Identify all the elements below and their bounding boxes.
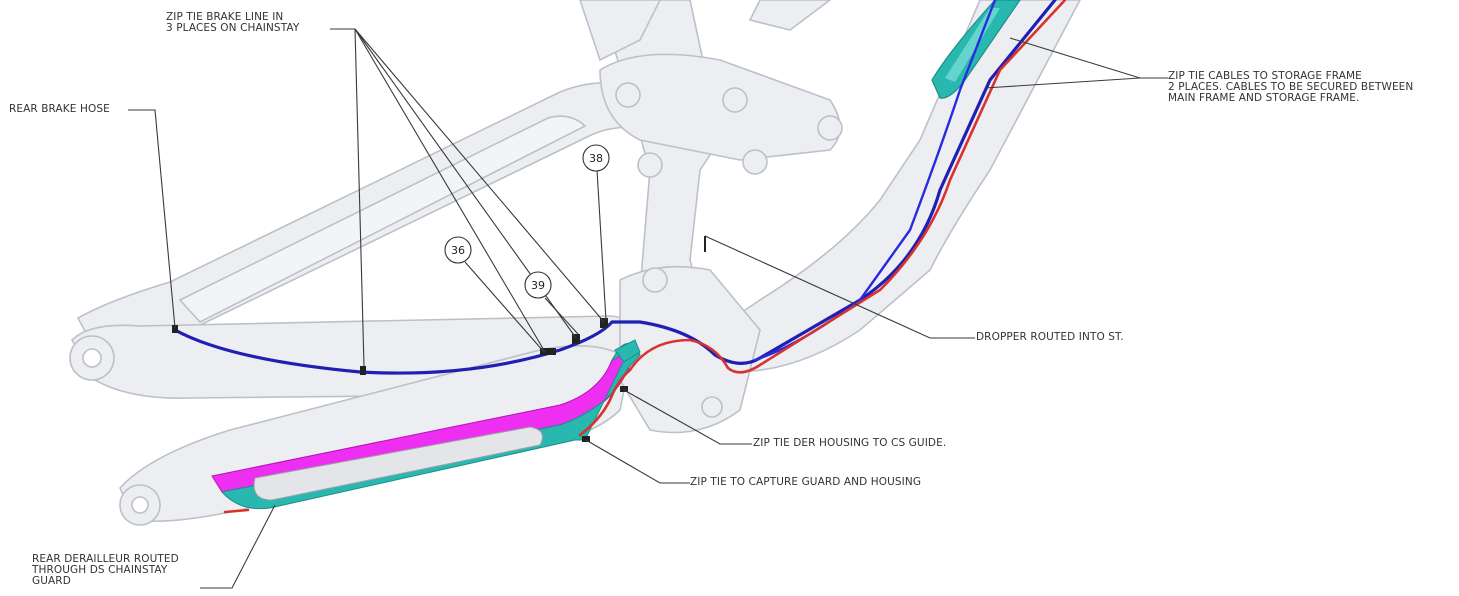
guard-insert [253,426,543,501]
callout-dropper-routed: DROPPER ROUTED INTO ST. [976,332,1124,343]
rocker-pivot-4 [637,152,663,178]
callout-storage-l2: 2 PLACES. CABLES TO BE SECURED BETWEEN [1168,81,1414,93]
leader-brake-line-4 [354,28,605,323]
derailleur-housing [223,0,1067,514]
callout-storage-l1: ZIP TIE CABLES TO STORAGE FRAME [1168,70,1362,82]
rocker-link [599,53,841,161]
leader-dropper [704,235,975,339]
callout-zip-tie-brake-line: ZIP TIE BRAKE LINE IN 3 PLACES ON CHAINS… [166,12,299,34]
callout-der-housing-l1: ZIP TIE DER HOUSING TO CS GUIDE. [753,437,947,449]
leader-rear-brake-hose [128,109,176,329]
storage-frame-inner [945,8,1000,82]
rocker-pivot-5 [742,149,768,175]
zip-ties [172,318,628,442]
rear-dropout-lower-hole [131,496,149,514]
zip-tie-7 [582,436,590,442]
callout-rear-derailleur-l3: GUARD [32,575,71,587]
part-bubble-36: 36 [444,236,472,264]
cables [173,0,1067,514]
callout-rear-derailleur-l2: THROUGH DS CHAINSTAY [32,564,168,576]
part-bubble-36-label: 36 [451,244,465,257]
leader-der-housing [623,389,752,445]
leader-capture-guard [585,439,690,484]
callout-rear-brake-hose-l1: REAR BRAKE HOSE [9,103,110,115]
part-bubble-36-circle [444,236,472,264]
callout-zip-tie-brake-line-l1: ZIP TIE BRAKE LINE IN [166,11,284,23]
part-bubble-39-label: 39 [531,279,545,292]
down-tube [698,0,1081,373]
callout-zip-tie-der-housing: ZIP TIE DER HOUSING TO CS GUIDE. [753,438,946,449]
callout-rear-derailleur-routed: REAR DERAILLEUR ROUTED THROUGH DS CHAINS… [32,554,179,587]
callout-zip-tie-storage-frame: ZIP TIE CABLES TO STORAGE FRAME 2 PLACES… [1168,71,1413,104]
part-bubble-38: 38 [582,144,610,172]
rocker-pivot-1 [615,82,641,108]
callout-rear-derailleur-l1: REAR DERAILLEUR ROUTED [32,553,179,565]
bottom-bracket [619,265,761,434]
rocker-pivot-3 [817,115,843,141]
guard-nub [614,339,641,363]
leader-bubble-39 [544,297,579,335]
bb-shell [642,267,668,293]
part-bubble-38-circle [582,144,610,172]
leader-rear-derailleur [200,504,276,589]
brake-hose [173,0,1057,375]
seat-stay-inner [178,115,587,323]
callout-zip-tie-capture-guard: ZIP TIE TO CAPTURE GUARD AND HOUSING [690,477,921,488]
leader-lines [128,28,1168,589]
rocker-pivot-2 [722,87,748,113]
upper-link-2 [748,0,832,31]
bb-shell-2 [701,396,723,418]
zip-tie-6 [620,386,628,392]
callout-zip-tie-brake-line-l2: 3 PLACES ON CHAINSTAY [166,22,300,34]
upper-link [579,0,661,62]
zip-tie-4 [572,334,580,344]
zip-tie-3 [540,348,556,355]
leader-brake-line-2 [354,28,546,353]
zip-tie-5 [600,318,608,328]
zip-tie-1 [172,325,178,333]
part-bubbles: 38 36 39 [444,144,610,299]
part-bubble-38-label: 38 [589,152,603,165]
callout-storage-l3: MAIN FRAME AND STORAGE FRAME. [1168,92,1360,104]
leader-storage-2 [984,77,1141,89]
zip-tie-2 [360,366,366,375]
callout-rear-brake-hose: REAR BRAKE HOSE [9,104,110,115]
leader-bubble-38 [596,169,607,321]
rear-dropout-upper-hole [82,348,102,368]
leader-bubble-36 [464,261,545,353]
callout-dropper-l1: DROPPER ROUTED INTO ST. [976,331,1124,343]
part-bubble-39-circle [524,271,552,299]
callout-capture-guard-l1: ZIP TIE TO CAPTURE GUARD AND HOUSING [690,476,922,488]
chainstay-guard [211,339,641,510]
leader-brake-line-1 [354,28,365,367]
part-bubble-39: 39 [524,271,552,299]
